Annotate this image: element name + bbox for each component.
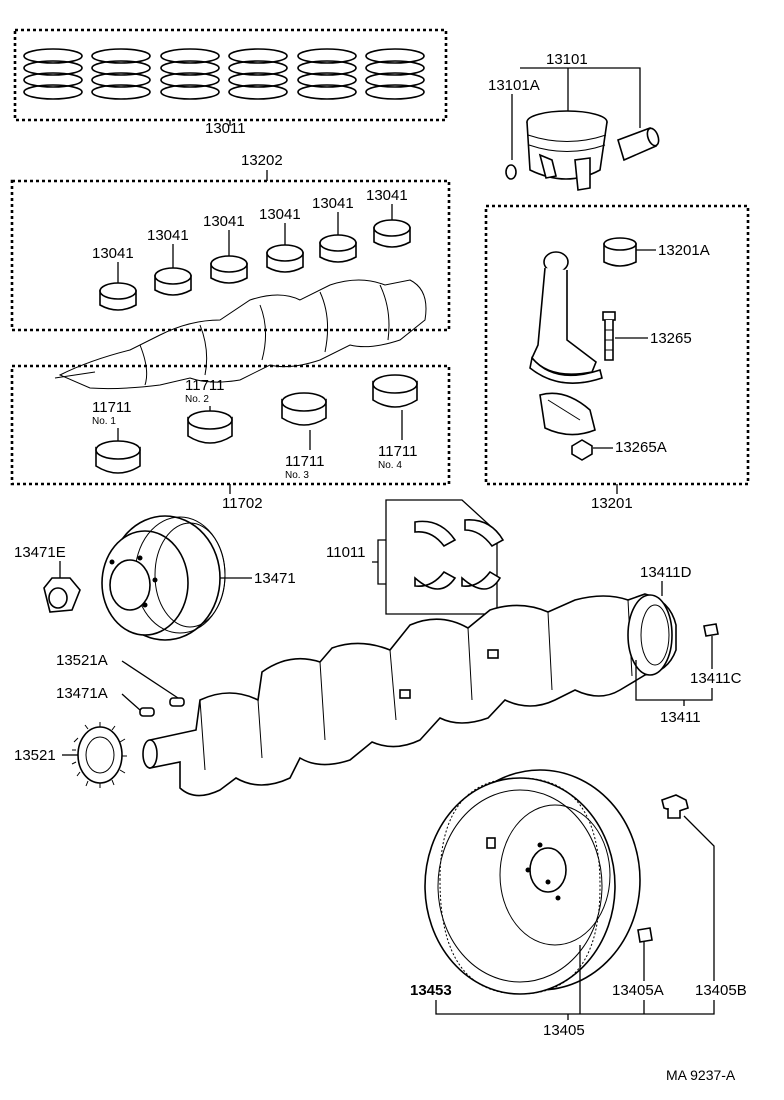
label-crank-bearing-set: 11702: [222, 495, 263, 512]
label-crank-key-a: 13521A: [56, 652, 108, 669]
piston: [526, 110, 608, 191]
con-rod-nut: [571, 439, 593, 461]
label-timing-gear: 13521: [14, 747, 56, 764]
timing-gear: [71, 722, 127, 788]
label-rod-bearing-1: 13041: [92, 245, 134, 262]
flywheel-bolt: [661, 794, 689, 819]
pulley-bolt: [43, 577, 81, 613]
label-rear-bearing: 13411D: [640, 564, 692, 581]
label-main-bearing-no2-sub: No. 2: [185, 394, 209, 405]
label-flywheel-gear: 13453: [410, 982, 452, 999]
piston-ring-stack: [23, 48, 425, 100]
label-main-bearing-no3: 11711: [285, 453, 325, 470]
label-main-bearing-no1-sub: No. 1: [92, 416, 116, 427]
main-bearing-shells: [95, 374, 418, 474]
label-flywheel-bolt: 13405B: [695, 982, 747, 999]
label-main-bearing-set: 13202: [241, 152, 283, 169]
piston-rings-group: 13011: [13, 28, 448, 137]
label-main-bearing-no4-sub: No. 4: [378, 460, 402, 471]
label-main-bearing-no3-sub: No. 3: [285, 470, 309, 481]
flywheel: [424, 769, 641, 995]
label-rod-bearing-2: 13041: [147, 227, 189, 244]
label-crankshaft: 13411: [660, 709, 701, 726]
label-rod-bearing-5: 13041: [312, 195, 354, 212]
thrust-washer-halves: [414, 519, 505, 590]
con-rod-bushing: [603, 237, 637, 267]
label-rod-bearing-3: 13041: [203, 213, 245, 230]
crank-key-b: [139, 707, 155, 717]
main-bearing-set-group: 13202 13041 13041 13041 13041 13041 1304…: [10, 152, 451, 390]
label-piston-rings: 13011: [205, 120, 246, 137]
label-crank-key-b: 13471A: [56, 685, 108, 702]
diagram-code: MA 9237-A: [666, 1067, 736, 1083]
rod-bearing-shells: [99, 219, 411, 311]
label-main-bearing-no1: 11711: [92, 399, 132, 416]
crankshaft: [142, 593, 677, 797]
label-flywheel-dowel: 13405A: [612, 982, 664, 999]
flywheel-group: 13453 13405A 13405B 13405: [410, 769, 747, 1039]
piston-group: 13101 13101A: [488, 51, 660, 191]
keys-gear-group: 13521A 13471A 13521: [14, 652, 185, 788]
thrust-washer-group: 11011: [326, 499, 505, 615]
crank-bearing-set-group: 11711 No. 1 11711 No. 2 11711 No. 3 1171…: [10, 364, 451, 512]
label-con-rod-nut: 13265A: [615, 439, 667, 456]
label-flywheel-assy: 13405: [543, 1022, 585, 1039]
label-crank-pin: 13411C: [690, 670, 742, 687]
flywheel-dowel: [637, 927, 653, 943]
label-main-bearing-no2: 11711: [185, 377, 225, 394]
label-rod-bearing-6: 13041: [366, 187, 408, 204]
label-piston-assy: 13101: [546, 51, 588, 68]
crank-pulley: [101, 515, 226, 641]
label-main-bearing-no4: 11711: [378, 443, 418, 460]
label-piston-pin-clip: 13101A: [488, 77, 540, 94]
label-con-rod-bolt: 13265: [650, 330, 692, 347]
crank-pulley-group: 13471 13471E: [14, 515, 296, 641]
con-rod: [529, 251, 603, 436]
label-crank-pulley: 13471: [254, 570, 296, 587]
con-rod-bolt: [602, 311, 616, 361]
label-rod-bearing-4: 13041: [259, 206, 301, 223]
con-rod-group: 13201A 13265 13265A 13201: [484, 204, 750, 512]
piston-pin: [617, 126, 660, 162]
label-thrust-washer: 11011: [326, 544, 366, 561]
pin-clip: [505, 164, 517, 180]
label-con-rod-bushing: 13201A: [658, 242, 710, 259]
crankshaft-ghost: [54, 279, 427, 390]
crankshaft-group: 13411D 13411C 13411: [142, 564, 742, 797]
label-con-rod-assy: 13201: [591, 495, 633, 512]
crank-pin: [703, 623, 719, 637]
label-pulley-bolt: 13471E: [14, 544, 66, 561]
crank-key-a: [169, 697, 185, 707]
